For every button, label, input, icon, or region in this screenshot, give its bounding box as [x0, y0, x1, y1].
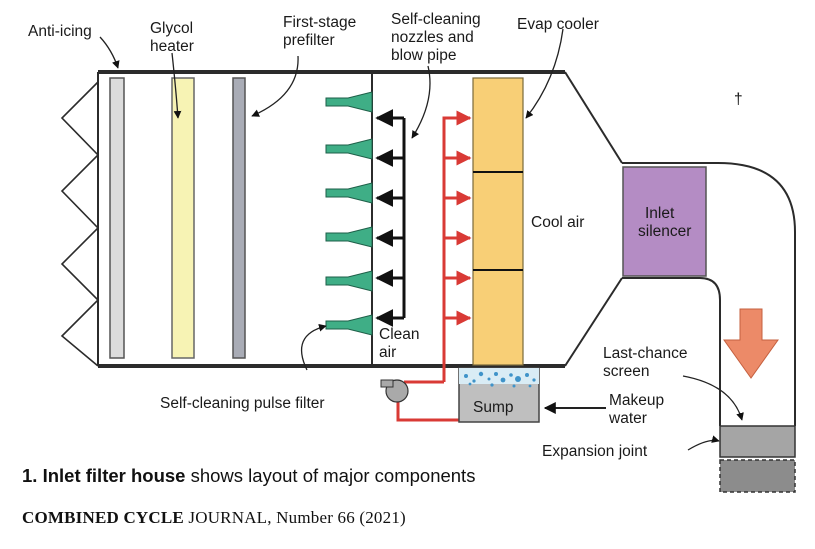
filter-house-housing — [97, 70, 796, 426]
nozzles-label-line3: blow pipe — [391, 47, 457, 64]
flow-direction-arrow — [723, 308, 779, 379]
clean-air-label-line2: air — [379, 344, 396, 361]
leader-lines — [99, 28, 744, 451]
glycol-heater-panel — [171, 77, 195, 359]
nozzles-label-line1: Self-cleaning — [391, 11, 481, 28]
inlet-silencer-label-line2: silencer — [638, 223, 691, 240]
pulse-filter-nozzles — [325, 91, 373, 336]
anti-icing-panel — [109, 77, 125, 359]
source-credit: COMBINED CYCLE JOURNAL, Number 66 (2021) — [22, 508, 406, 528]
weather-hoods — [60, 81, 100, 367]
evap-cooler-label: Evap cooler — [517, 16, 599, 33]
makeup-water-label-line2: water — [608, 410, 647, 427]
svg-text:†: † — [734, 91, 743, 108]
credit-details: JOURNAL, Number 66 (2021) — [188, 508, 406, 527]
water-supply-lines — [396, 110, 472, 422]
last-chance-screen-label-line1: Last-chance — [603, 345, 687, 362]
nozzles-label-line2: nozzles and — [391, 29, 474, 46]
prefilter-label-line2: prefilter — [283, 32, 335, 49]
cool-air-label: Cool air — [531, 214, 584, 231]
prefilter-panel — [232, 77, 246, 359]
caption-title: Inlet filter house — [42, 465, 186, 486]
pump-icon — [380, 379, 409, 403]
figure-caption: 1. Inlet filter house shows layout of ma… — [22, 465, 475, 487]
prefilter-label-line1: First-stage — [283, 14, 356, 31]
makeup-water-label-line1: Makeup — [609, 392, 664, 409]
anti-icing-label: Anti-icing — [28, 23, 92, 40]
clean-air-label-line1: Clean — [379, 326, 420, 343]
sump-label: Sump — [473, 399, 514, 416]
inlet-silencer — [622, 166, 707, 277]
blow-pipe-manifold — [375, 109, 406, 327]
expansion-joint-label: Expansion joint — [542, 443, 648, 460]
pulse-filter-label: Self-cleaning pulse filter — [160, 395, 325, 412]
caption-figure-number: 1. — [22, 465, 38, 486]
credit-publication: COMBINED CYCLE — [22, 508, 184, 527]
last-chance-screen-label-line2: screen — [603, 363, 650, 380]
glycol-heater-label-line1: Glycol — [150, 20, 193, 37]
glycol-heater-label-line2: heater — [150, 38, 194, 55]
last-chance-screen — [719, 425, 796, 458]
caption-description: shows layout of major components — [190, 465, 476, 486]
sump-tank — [458, 367, 540, 423]
evap-cooler — [472, 77, 524, 366]
inlet-silencer-label-line1: Inlet — [645, 205, 675, 222]
expansion-joint — [719, 459, 796, 493]
